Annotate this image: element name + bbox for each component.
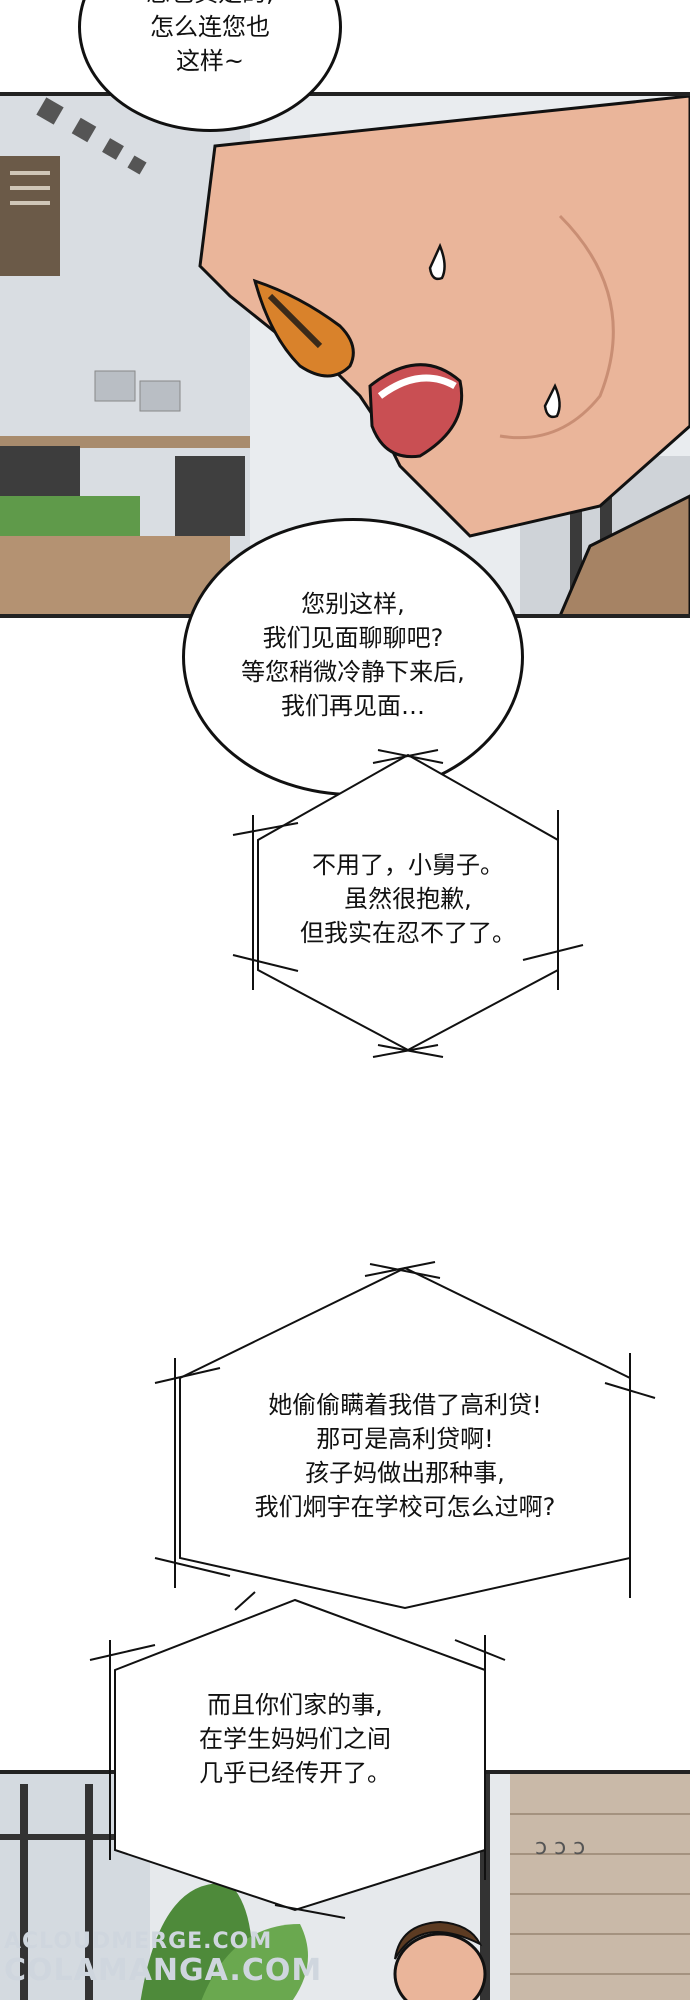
hex-box-1-frame (232, 749, 584, 1058)
illustration-panel-top (0, 92, 690, 618)
hex-box-2-text: 她偷偷瞒着我借了高利贷! 那可是高利贷啊! 孩子妈做出那种事, 我们炯宇在学校可… (180, 1388, 630, 1524)
hex-2-line-1: 她偷偷瞒着我借了高利贷! (268, 1391, 542, 1419)
hex-2-line-2: 那可是高利贷啊! (316, 1425, 494, 1453)
speech-bubble-2: 您别这样, 我们见面聊聊吧? 等您稍微冷静下来后, 我们再见面… (182, 518, 524, 796)
hex-1-line-1: 不用了，小舅子。 (312, 851, 504, 879)
hex-2-line-3: 孩子妈做出那种事, (305, 1459, 505, 1487)
face-closeup-illustration (0, 96, 690, 614)
bubble-1-line-2: 怎么连您也 (149, 13, 270, 41)
hex-1-line-2: 虽然很抱歉, (344, 885, 472, 913)
hex-2-line-4: 我们炯宇在学校可怎么过啊? (254, 1493, 556, 1521)
bubble-2-line-2: 我们见面聊聊吧? (262, 624, 444, 652)
hex-3-line-3: 几乎已经传开了。 (199, 1759, 391, 1787)
bubble-2-line-4: 我们再见面… (280, 692, 425, 720)
bubble-1-line-1: 您也真是的, (146, 0, 274, 10)
hex-1-line-3: 但我实在忍不了了。 (300, 919, 516, 947)
hex-3-line-1: 而且你们家的事, (207, 1691, 383, 1719)
watermark: ACLOUDMERGE.COM COLAMANGA.COM (4, 1930, 322, 1988)
bubble-1-line-3: 这样~ (175, 47, 245, 75)
hex-3-line-2: 在学生妈妈们之间 (199, 1725, 391, 1753)
watermark-line-2: COLAMANGA.COM (4, 1953, 323, 1988)
hex-box-3-frame (89, 1591, 506, 1919)
hex-box-1-text: 不用了，小舅子。 虽然很抱歉, 但我实在忍不了了。 (258, 848, 558, 950)
watermark-line-1: ACLOUDMERGE.COM (4, 1929, 273, 1954)
bubble-2-line-3: 等您稍微冷静下来后, (241, 658, 465, 686)
hex-box-2-frame (154, 1261, 656, 1610)
hex-box-3-text: 而且你们家的事, 在学生妈妈们之间 几乎已经传开了。 (120, 1688, 470, 1790)
sfx-marks: ɔ ɔ ɔ (535, 1835, 585, 1860)
bubble-2-line-1: 您别这样, (301, 590, 405, 618)
